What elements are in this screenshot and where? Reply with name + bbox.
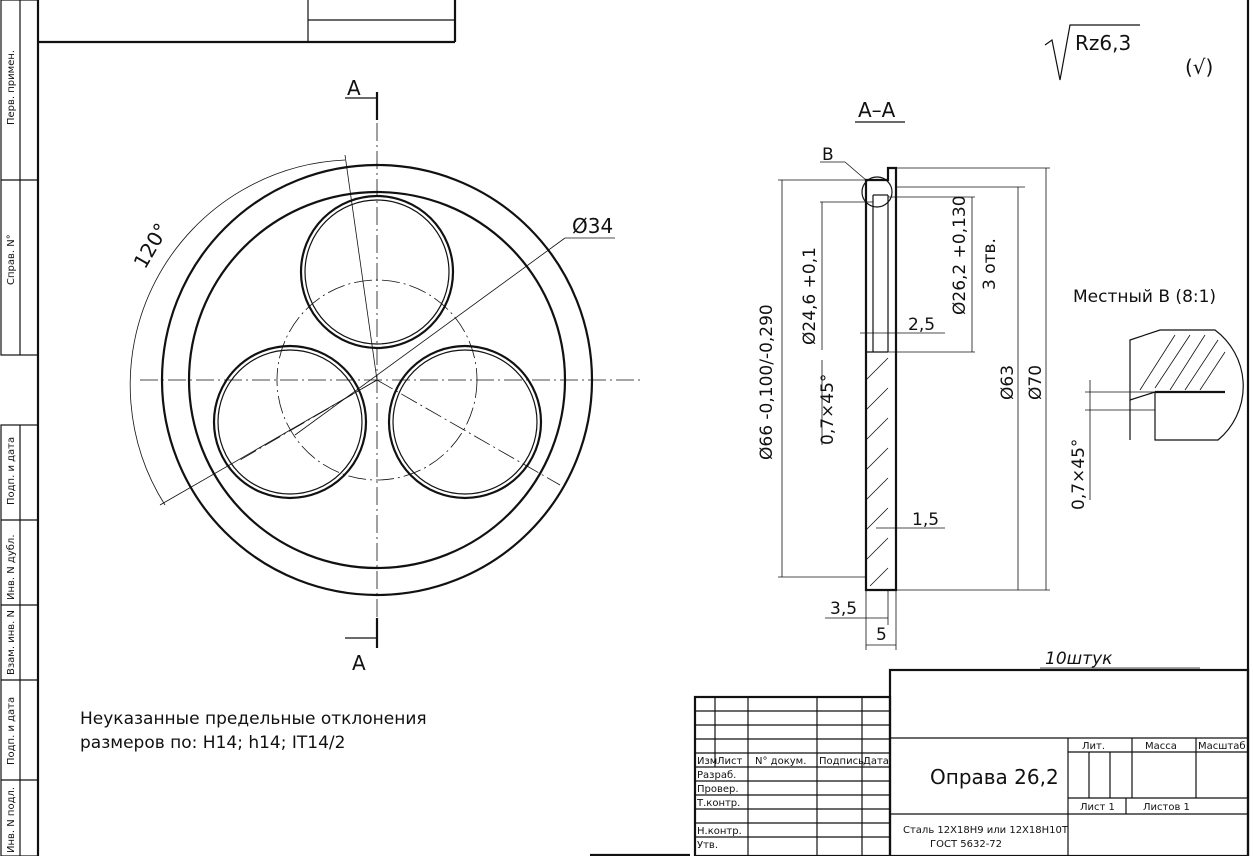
title-block: Изм Лист N° докум. Подпись Дата Разраб. … (693, 668, 1250, 856)
role-checker: Провер. (697, 784, 739, 795)
material: Сталь 12Х18Н9 или 12Х18Н10Т (903, 825, 1069, 836)
header-signature: Подпись (819, 756, 864, 767)
detail-mark: В (822, 145, 834, 165)
dim-70: Ø70 (1026, 365, 1046, 400)
scale-label: Масштаб (1198, 741, 1246, 752)
dim-26-2: Ø26,2 +0,130 (950, 195, 970, 315)
header-doc: N° докум. (755, 756, 806, 767)
detail-title: Местный В (8:1) (1073, 287, 1216, 307)
lit-label: Лит. (1082, 741, 1105, 752)
strip-label: Взам. инв. N (6, 610, 17, 675)
header-list: Лист (717, 756, 743, 767)
part-name: Оправа 26,2 (930, 765, 1059, 789)
dim-5: 5 (876, 625, 887, 645)
quantity-note: 10штук (1045, 649, 1113, 669)
dim-63: Ø63 (998, 365, 1018, 400)
roughness-mark: Rz6,3 (√) (1044, 24, 1213, 81)
section-title: А–А (858, 98, 896, 122)
role-developer: Разраб. (697, 770, 736, 781)
section-mark-bottom: A (352, 651, 366, 675)
diameter-dimension: Ø34 (572, 214, 613, 238)
side-strip: Перв. примен. Справ. N° Подп. и дата Инв… (0, 0, 39, 856)
strip-label: Подп. и дата (6, 697, 17, 765)
header-izm: Изм (697, 756, 717, 767)
role-norm-control: Н.контр. (697, 826, 742, 837)
mass-label: Масса (1145, 741, 1177, 752)
note-line-2: размеров по: H14; h14; IT14/2 (80, 733, 345, 753)
strip-label: Инв. N подл. (6, 787, 17, 853)
dim-24-6: Ø24,6 +0,1 (800, 247, 820, 345)
roughness-other: (√) (1185, 55, 1213, 79)
detail-view: Местный В (8:1) 0,7×45° (1069, 287, 1244, 510)
strip-label: Инв. N дубл. (6, 535, 17, 601)
role-tech-control: Т.контр. (696, 798, 740, 809)
sheet-label: Лист 1 (1080, 802, 1115, 813)
section-mark-top: A (347, 76, 361, 100)
sheets-label: Листов 1 (1143, 802, 1190, 813)
strip-label: Подп. и дата (6, 437, 17, 505)
dim-1-5: 1,5 (912, 510, 939, 530)
strip-label: Справ. N° (6, 234, 17, 285)
dim-66: Ø66 -0,100/-0,290 (757, 304, 777, 460)
material-standard: ГОСТ 5632-72 (930, 839, 1002, 850)
section-view: А–А В Ø66 -0,100/-0,290 Ø24,6 +0,1 Ø26,2… (757, 98, 1050, 650)
dim-2-5: 2,5 (908, 315, 935, 335)
dim-chamfer: 0,7×45° (818, 374, 838, 445)
holes-count: 3 отв. (980, 238, 1000, 290)
role-approved: Утв. (697, 840, 718, 851)
detail-chamfer: 0,7×45° (1069, 439, 1089, 510)
roughness-value: Rz6,3 (1075, 31, 1131, 55)
strip-label: Перв. примен. (6, 50, 17, 125)
front-view: A A 120° Ø34 (129, 76, 640, 675)
angle-dimension: 120° (129, 219, 174, 273)
dim-3-5: 3,5 (830, 599, 857, 619)
header-date: Дата (863, 756, 889, 767)
note-line-1: Неуказанные предельные отклонения (80, 709, 427, 729)
